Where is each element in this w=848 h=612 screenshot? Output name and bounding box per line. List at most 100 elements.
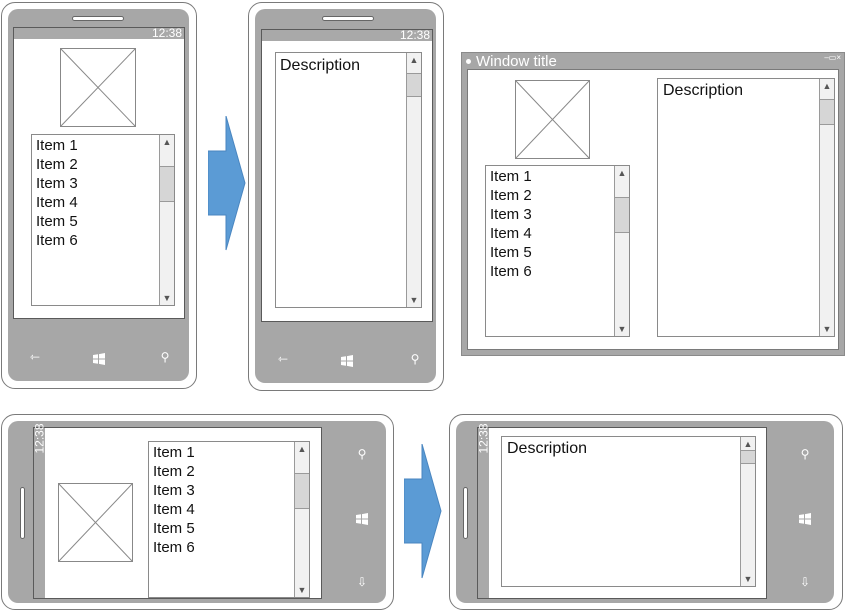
phone-screen: 12:38 Item 1 Item 2 Item 3 Item 4 Item 5…	[13, 27, 185, 319]
scrollbar[interactable]: ▲ ▼	[819, 79, 834, 336]
status-time: 12:38	[399, 28, 430, 42]
windows-logo-icon[interactable]	[356, 513, 368, 525]
phone-landscape-list: 12:38 Item 1 Item 2 Item 3 Item 4 Item 5…	[1, 414, 394, 610]
maximize-icon[interactable]: ▭	[828, 53, 837, 62]
description-box[interactable]: Description ▲ ▼	[501, 436, 756, 587]
list-item[interactable]: Item 3	[36, 175, 78, 192]
list-items: Item 1 Item 2 Item 3 Item 4 Item 5 Item …	[490, 167, 532, 281]
scrollbar[interactable]: ▲ ▼	[294, 442, 309, 597]
phone-landscape-description: 12:38 Description ▲ ▼ ⚲ ⇩	[449, 414, 843, 610]
list-item[interactable]: Item 5	[36, 213, 78, 230]
list-item[interactable]: Item 6	[490, 263, 532, 280]
flow-arrow-icon	[208, 116, 246, 251]
status-bar: 12:38	[32, 423, 47, 598]
flow-arrow-icon	[404, 444, 442, 579]
list-item[interactable]: Item 4	[490, 225, 532, 242]
list-item[interactable]: Item 1	[490, 168, 532, 185]
phone-body: 12:38 Description ▲ ▼ ⇽ ⚲	[255, 9, 436, 383]
list-item[interactable]: Item 1	[36, 137, 78, 154]
scrollbar[interactable]: ▲ ▼	[740, 437, 755, 586]
scroll-up-arrow-icon[interactable]: ▲	[822, 81, 832, 91]
scroll-up-arrow-icon[interactable]: ▲	[743, 439, 753, 449]
phone-portrait-description: 12:38 Description ▲ ▼ ⇽ ⚲	[248, 2, 444, 391]
scroll-thumb[interactable]	[741, 450, 755, 464]
phone-screen: 12:38 Description ▲ ▼	[261, 29, 433, 322]
image-placeholder-icon	[515, 80, 590, 159]
scroll-down-arrow-icon[interactable]: ▼	[743, 574, 753, 584]
search-icon[interactable]: ⚲	[357, 447, 367, 461]
scroll-down-arrow-icon[interactable]: ▼	[822, 324, 832, 334]
list-item[interactable]: Item 2	[490, 187, 532, 204]
back-arrow-icon[interactable]: ⇽	[29, 350, 41, 364]
speaker-slot	[72, 16, 124, 21]
list-item[interactable]: Item 4	[153, 501, 195, 518]
description-label: Description	[507, 440, 588, 457]
close-icon[interactable]: ×	[836, 53, 841, 62]
description-box[interactable]: Description ▲ ▼	[657, 78, 835, 337]
phone-screen: 12:38 Description ▲ ▼	[476, 423, 767, 599]
list-item[interactable]: Item 1	[153, 444, 195, 461]
window-content: Item 1 Item 2 Item 3 Item 4 Item 5 Item …	[467, 69, 839, 350]
scroll-down-arrow-icon[interactable]: ▼	[617, 324, 627, 334]
down-arrow-icon[interactable]: ⇩	[799, 575, 811, 589]
scroll-thumb[interactable]	[820, 99, 834, 125]
list-item[interactable]: Item 2	[36, 156, 78, 173]
search-icon[interactable]: ⚲	[160, 350, 170, 364]
window-title: Window title	[476, 53, 557, 70]
speaker-slot	[322, 16, 374, 21]
description-label: Description	[663, 82, 744, 99]
scroll-thumb[interactable]	[407, 73, 421, 97]
image-placeholder-icon	[60, 48, 136, 127]
list-item[interactable]: Item 3	[153, 482, 195, 499]
back-arrow-icon[interactable]: ⇽	[277, 352, 289, 366]
list-items: Item 1 Item 2 Item 3 Item 4 Item 5 Item …	[153, 443, 195, 557]
list-item[interactable]: Item 5	[490, 244, 532, 261]
phone-screen: 12:38 Item 1 Item 2 Item 3 Item 4 Item 5…	[32, 423, 322, 599]
status-bar: 12:38	[476, 423, 491, 598]
list-item[interactable]: Item 4	[36, 194, 78, 211]
list-item[interactable]: Item 5	[153, 520, 195, 537]
list-item[interactable]: Item 2	[153, 463, 195, 480]
desktop-window: Window title –▭× Item 1 Item 2 Item 3 It…	[461, 52, 845, 356]
scroll-up-arrow-icon[interactable]: ▲	[162, 137, 172, 147]
description-label: Description	[280, 57, 361, 74]
scroll-up-arrow-icon[interactable]: ▲	[409, 55, 419, 65]
status-bar: 12:38	[14, 26, 184, 40]
scroll-down-arrow-icon[interactable]: ▼	[297, 585, 307, 595]
speaker-slot	[463, 487, 468, 539]
window-controls[interactable]: –▭×	[824, 53, 841, 62]
item-list[interactable]: Item 1 Item 2 Item 3 Item 4 Item 5 Item …	[148, 441, 310, 598]
item-list[interactable]: Item 1 Item 2 Item 3 Item 4 Item 5 Item …	[31, 134, 175, 306]
windows-logo-icon[interactable]	[341, 355, 353, 367]
description-box[interactable]: Description ▲ ▼	[275, 52, 422, 308]
speaker-slot	[20, 487, 25, 539]
scroll-down-arrow-icon[interactable]: ▼	[409, 295, 419, 305]
window-icon	[466, 59, 471, 64]
list-item[interactable]: Item 6	[36, 232, 78, 249]
list-item[interactable]: Item 6	[153, 539, 195, 556]
item-list[interactable]: Item 1 Item 2 Item 3 Item 4 Item 5 Item …	[485, 165, 630, 337]
scroll-up-arrow-icon[interactable]: ▲	[617, 168, 627, 178]
search-icon[interactable]: ⚲	[800, 447, 810, 461]
image-placeholder-icon	[58, 483, 133, 562]
scroll-up-arrow-icon[interactable]: ▲	[297, 444, 307, 454]
scrollbar[interactable]: ▲ ▼	[614, 166, 629, 336]
phone-body: 12:38 Description ▲ ▼ ⚲ ⇩	[456, 421, 834, 603]
status-time: 12:38	[151, 26, 182, 40]
list-item[interactable]: Item 3	[490, 206, 532, 223]
windows-logo-icon[interactable]	[799, 513, 811, 525]
windows-logo-icon[interactable]	[93, 353, 105, 365]
down-arrow-icon[interactable]: ⇩	[356, 575, 368, 589]
scroll-thumb[interactable]	[160, 166, 174, 202]
scrollbar[interactable]: ▲ ▼	[406, 53, 421, 307]
search-icon[interactable]: ⚲	[410, 352, 420, 366]
minimize-icon[interactable]: –	[824, 53, 829, 62]
list-items: Item 1 Item 2 Item 3 Item 4 Item 5 Item …	[36, 136, 78, 250]
scrollbar[interactable]: ▲ ▼	[159, 135, 174, 305]
scroll-thumb[interactable]	[615, 197, 629, 233]
scroll-thumb[interactable]	[295, 473, 309, 509]
status-time: 12:38	[476, 423, 491, 454]
phone-body: 12:38 Item 1 Item 2 Item 3 Item 4 Item 5…	[8, 421, 386, 603]
status-time: 12:38	[32, 423, 47, 454]
scroll-down-arrow-icon[interactable]: ▼	[162, 293, 172, 303]
